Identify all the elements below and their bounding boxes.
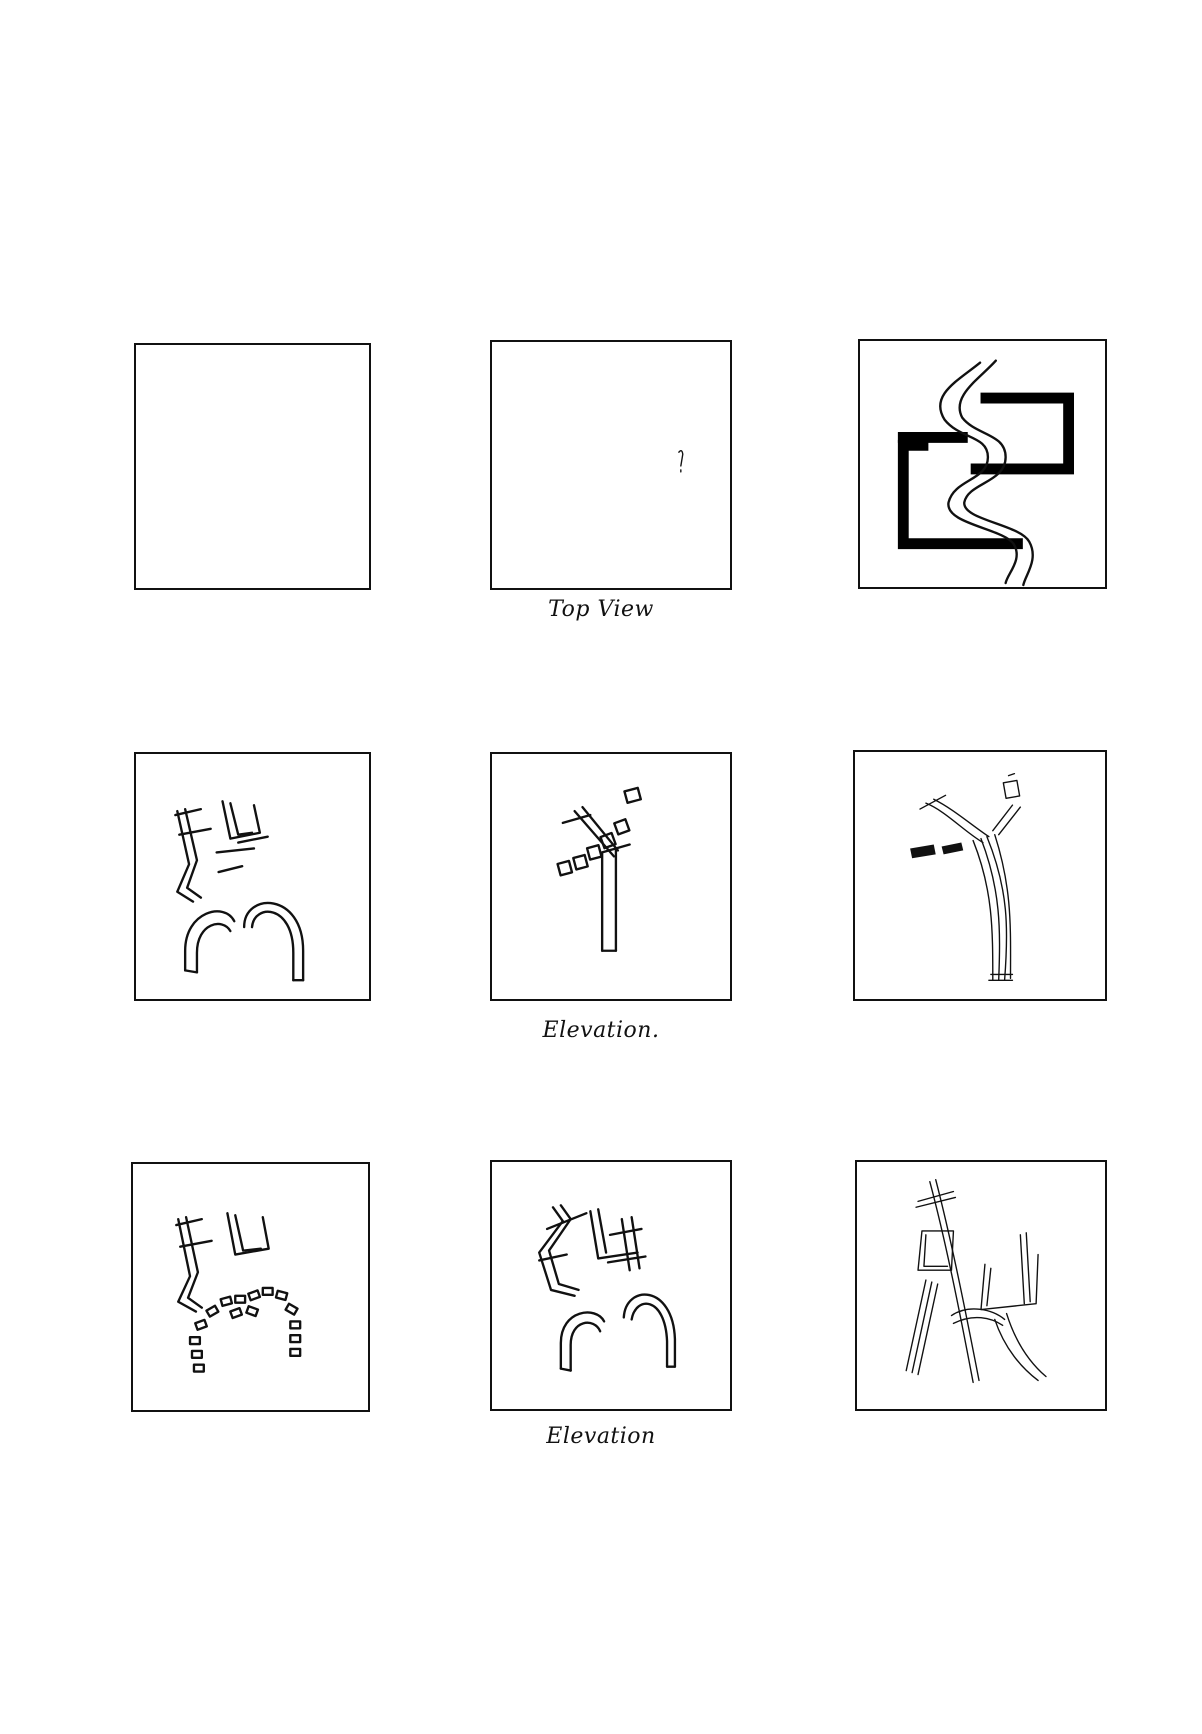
panel-r2-c1-frame-with-arches bbox=[134, 752, 371, 1001]
frame-with-arches-drawing bbox=[174, 800, 305, 982]
panel-r3-c2-frame-with-arches-crossed bbox=[490, 1160, 732, 1411]
panel-r3-c1-frame-with-block-arches bbox=[131, 1162, 370, 1412]
caption-elevation-2: Elevation bbox=[546, 1424, 656, 1449]
post-with-blocks-drawing bbox=[556, 786, 642, 952]
stray-mark-icon bbox=[678, 449, 684, 473]
frame-with-block-arches-drawing bbox=[175, 1212, 302, 1373]
panel-r1-c2-empty-with-dot bbox=[490, 340, 732, 590]
frame-with-arches-crossed-drawing bbox=[538, 1204, 677, 1372]
panel-r2-c3-hatched-post bbox=[853, 750, 1107, 1001]
serpentine-plan-drawing bbox=[897, 359, 1075, 587]
panel-r3-c3-hatched-frame bbox=[855, 1160, 1107, 1411]
caption-top-view: Top View bbox=[548, 597, 654, 622]
panel-r1-c1-empty bbox=[134, 343, 371, 590]
caption-elevation-1: Elevation. bbox=[542, 1018, 660, 1043]
hatched-frame-drawing bbox=[905, 1179, 1047, 1384]
hatched-post-drawing bbox=[910, 772, 1022, 981]
panel-r2-c2-post-with-blocks bbox=[490, 752, 732, 1001]
panel-r1-c3-serpentine-plan bbox=[858, 339, 1107, 589]
